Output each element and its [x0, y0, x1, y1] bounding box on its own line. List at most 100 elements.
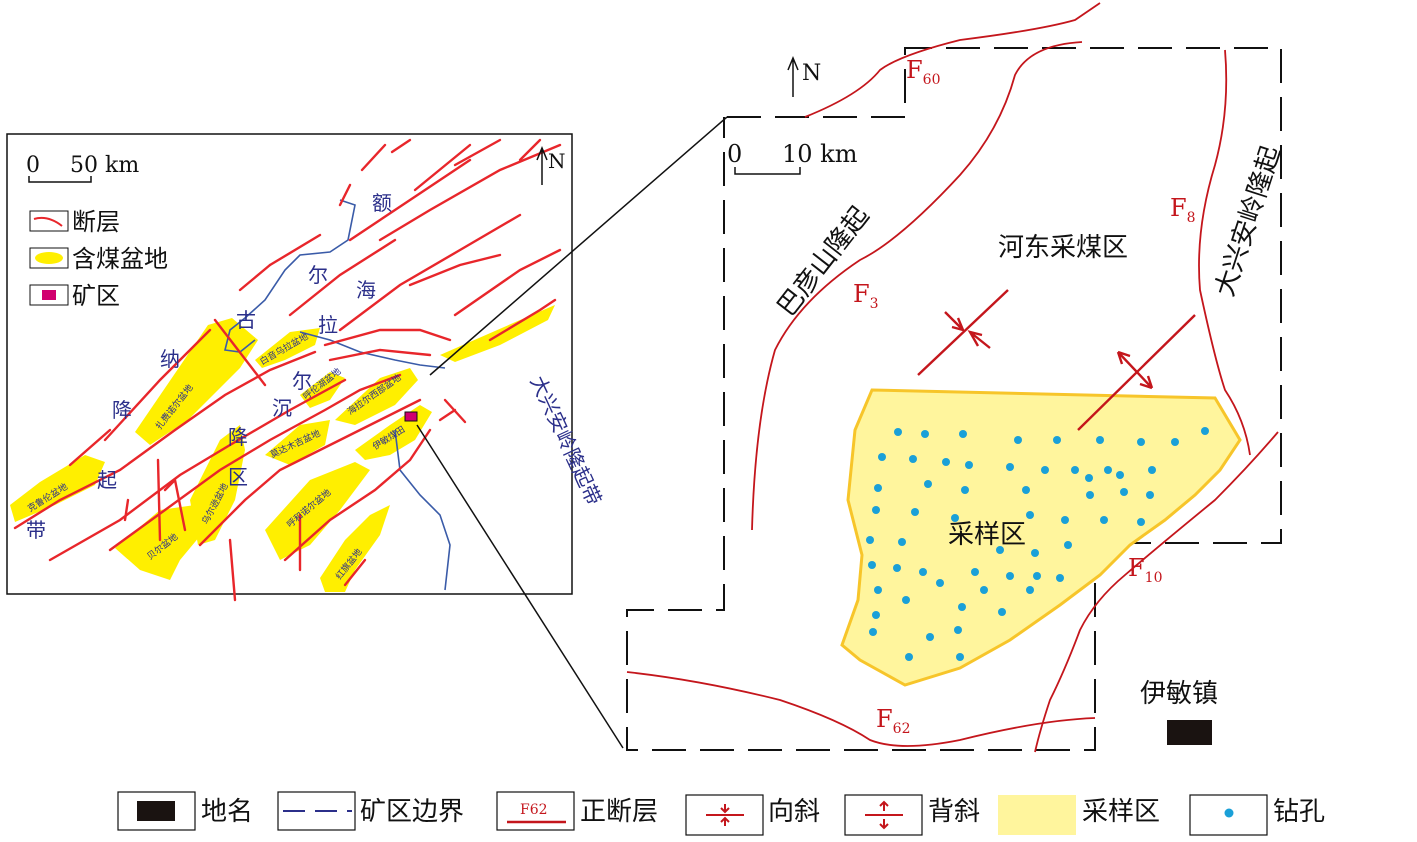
main-north-arrow-icon: [787, 56, 799, 97]
borehole-point: [1056, 574, 1064, 582]
borehole-point: [1061, 516, 1069, 524]
syncline-symbol: [917, 289, 1009, 376]
river-north: [224, 199, 356, 353]
basin-baiyinwula: [255, 328, 320, 368]
borehole-point: [965, 461, 973, 469]
belt-left-2: 降: [112, 398, 132, 422]
fault-f8-line: [1198, 49, 1251, 456]
borehole-point: [1006, 463, 1014, 471]
belt-left-1: 纳: [160, 347, 180, 371]
borehole-point: [980, 586, 988, 594]
borehole-point: [919, 568, 927, 576]
inset-legend-mine: 矿区: [72, 282, 120, 310]
borehole-point: [866, 536, 874, 544]
inset-north-label: N: [548, 149, 566, 173]
borehole-point: [1100, 516, 1108, 524]
bottom-legend: 地名 矿区边界 F62 正断层 向斜 背斜 采样区 钻孔: [117, 791, 1325, 836]
inset-scale-zero: 0: [26, 153, 40, 178]
borehole-point: [1085, 474, 1093, 482]
borehole-point: [971, 568, 979, 576]
river-middle: [299, 331, 446, 369]
borehole-point: [1104, 466, 1112, 474]
borehole-point: [909, 455, 917, 463]
belt-mid-4: 降: [228, 425, 248, 449]
borehole-point: [1026, 511, 1034, 519]
basin-hongqi: [320, 505, 390, 592]
town-label: 伊敏镇: [1140, 679, 1218, 709]
zoom-connectors: [416, 116, 728, 749]
borehole-point: [961, 486, 969, 494]
basin-wuerxun: [190, 425, 245, 545]
belt-left-4: 带: [26, 518, 46, 542]
basin-hailaer-west: [335, 368, 418, 425]
legend-syncline-icon: [706, 804, 744, 826]
sample-area-label: 采样区: [948, 520, 1026, 550]
mine-marker: [404, 411, 418, 422]
belt-mid-2: 尔: [292, 369, 312, 393]
belt-top-3: 海: [356, 278, 376, 302]
borehole-point: [1096, 436, 1104, 444]
borehole-point: [1148, 466, 1156, 474]
belt-mid-1: 古: [236, 308, 256, 332]
belt-mid-3: 沉: [272, 396, 292, 420]
legend-sample-icon: [998, 795, 1076, 835]
inset-map: 0 50 km N 断层 含煤盆地 矿区 纳 降 起 带 古 尔 沉 降 区 额…: [6, 133, 606, 602]
borehole-point: [1026, 586, 1034, 594]
legend-fault-symbol: F62: [520, 802, 548, 818]
belt-top-2: 尔: [308, 263, 328, 287]
borehole-point: [874, 484, 882, 492]
borehole-point: [874, 586, 882, 594]
coal-basins: [10, 305, 555, 592]
borehole-point: [1064, 541, 1072, 549]
boreholes: [866, 427, 1209, 661]
basin-kelulun: [10, 455, 105, 522]
borehole-point: [898, 538, 906, 546]
legend-place-label: 地名: [201, 797, 253, 827]
borehole-point: [1120, 488, 1128, 496]
basin-huhenuoer: [265, 462, 370, 560]
main-scale-value: 10 km: [782, 140, 858, 168]
inset-scale-bar: [28, 176, 92, 183]
belt-mid-5: 区: [228, 465, 248, 489]
fault-f10-line: [1034, 431, 1279, 753]
borehole-point: [921, 430, 929, 438]
borehole-point: [1171, 438, 1179, 446]
legend-basin-icon: [35, 252, 63, 264]
inset-legend-basin: 含煤盆地: [72, 245, 168, 273]
basin-modamuji: [265, 420, 330, 465]
inset-faults: [13, 138, 562, 602]
borehole-point: [869, 628, 877, 636]
borehole-point: [942, 458, 950, 466]
borehole-point: [1137, 438, 1145, 446]
sample-area: [840, 388, 1242, 687]
legend-boundary-label: 矿区边界: [360, 797, 464, 827]
borehole-point: [1006, 572, 1014, 580]
legend-mine-icon: [42, 290, 56, 300]
borehole-point: [1033, 572, 1041, 580]
borehole-point: [926, 633, 934, 641]
borehole-point: [1146, 491, 1154, 499]
borehole-point: [1053, 436, 1061, 444]
legend-sample-label: 采样区: [1082, 797, 1160, 827]
legend-place-icon: [137, 801, 175, 821]
fault-f3-label: F3: [853, 280, 879, 312]
legend-borehole-icon: [1224, 808, 1234, 818]
borehole-point: [998, 608, 1006, 616]
belt-left-3: 起: [97, 468, 117, 492]
borehole-point: [1116, 471, 1124, 479]
legend-fault-swatch: [29, 210, 69, 232]
borehole-point: [1071, 466, 1079, 474]
fault-f3-line: [751, 41, 1083, 531]
borehole-point: [1014, 436, 1022, 444]
borehole-point: [996, 546, 1004, 554]
borehole-point: [956, 653, 964, 661]
borehole-point: [959, 430, 967, 438]
anticline-symbol: [1077, 314, 1196, 431]
borehole-point: [894, 428, 902, 436]
region-name: 河东采煤区: [998, 233, 1128, 263]
main-scale-bar: [734, 167, 801, 175]
borehole-point: [902, 596, 910, 604]
legend-anticline-icon: [865, 800, 903, 830]
fault-f60-label: F60: [906, 56, 940, 88]
legend-fault-box: [496, 791, 575, 831]
